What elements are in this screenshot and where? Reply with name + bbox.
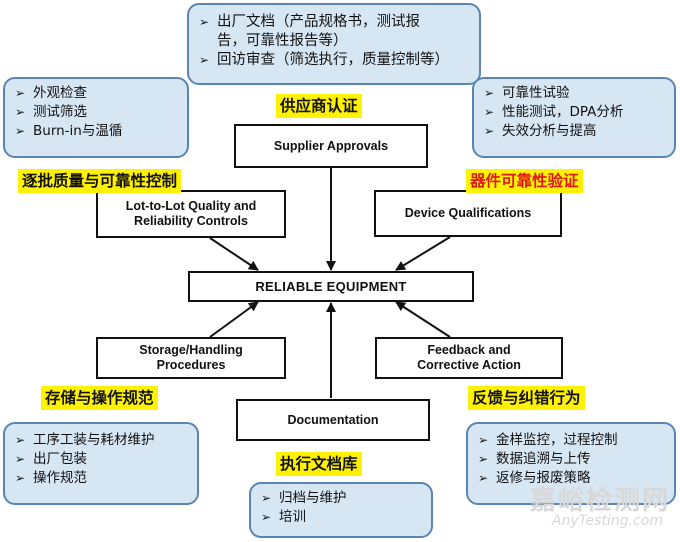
device-qualifications-box: Device Qualifications — [374, 190, 562, 237]
lot-quality-line2: Reliability Controls — [134, 214, 248, 228]
arrow-feedback — [395, 301, 451, 338]
label-feedback: 反馈与纠错行为 — [468, 386, 585, 410]
arrow-lot — [209, 237, 259, 271]
note-bottom-center-item-2: 培训 — [261, 508, 421, 527]
storage-handling-line2: Procedures — [156, 358, 226, 372]
note-top-item-2: 回访审查（筛选执行，质量控制等） — [199, 51, 469, 70]
storage-handling-line1: Storage/Handling — [139, 343, 243, 357]
note-bottom-right-item-2: 数据追溯与上传 — [478, 450, 664, 469]
watermark-en: AnyTesting.com — [552, 513, 663, 529]
documentation-box: Documentation — [236, 399, 430, 441]
note-bottom-left-item-1: 工序工装与耗材维护 — [15, 431, 187, 450]
arrow-storage — [209, 301, 259, 338]
note-bottom-left: 工序工装与耗材维护 出厂包装 操作规范 — [3, 422, 199, 505]
documentation-text: Documentation — [287, 412, 379, 427]
note-bottom-left-item-2: 出厂包装 — [15, 450, 187, 469]
note-left-item-2: 测试筛选 — [15, 103, 177, 122]
watermark-cn: 嘉峪检测网 — [530, 486, 671, 516]
feedback-action-line1: Feedback and — [427, 343, 511, 357]
note-left-item-3: Burn-in与温循 — [15, 122, 177, 141]
lot-quality-box: Lot-to-Lot Quality and Reliability Contr… — [96, 190, 286, 238]
note-right-list: 可靠性试验 性能测试，DPA分析 失效分析与提高 — [484, 84, 664, 141]
note-bottom-center-list: 归档与维护 培训 — [261, 489, 421, 527]
reliable-equipment-box: RELIABLE EQUIPMENT — [188, 271, 474, 302]
label-lot: 逐批质量与可靠性控制 — [18, 169, 182, 193]
feedback-action-box: Feedback and Corrective Action — [375, 337, 563, 379]
note-top-item-1: 出厂文档（产品规格书，测试报 — [199, 13, 469, 32]
note-bottom-left-list: 工序工装与耗材维护 出厂包装 操作规范 — [15, 431, 187, 488]
note-right-item-2: 性能测试，DPA分析 — [484, 103, 664, 122]
note-right-item-3: 失效分析与提高 — [484, 122, 664, 141]
feedback-action-line2: Corrective Action — [417, 358, 521, 372]
note-top: 出厂文档（产品规格书，测试报 .nobullet::before{content… — [187, 3, 481, 85]
note-bottom-left-item-3: 操作规范 — [15, 469, 187, 488]
note-left-list: 外观检查 测试筛选 Burn-in与温循 — [15, 84, 177, 141]
note-bottom-center: 归档与维护 培训 — [249, 482, 433, 538]
note-left-item-1: 外观检查 — [15, 84, 177, 103]
device-qualifications-text: Device Qualifications — [404, 206, 532, 220]
storage-handling-box: Storage/Handling Procedures — [96, 337, 286, 379]
note-bottom-center-item-1: 归档与维护 — [261, 489, 421, 508]
supplier-approvals-text: Supplier Approvals — [273, 138, 389, 153]
supplier-approvals-box: Supplier Approvals — [234, 124, 428, 168]
note-bottom-right-list: 金样监控，过程控制 数据追溯与上传 返修与报废策略 — [478, 431, 664, 488]
note-top-item-1-cont: .nobullet::before{content:none !importan… — [217, 33, 348, 49]
arrow-device — [395, 236, 451, 271]
note-left: 外观检查 测试筛选 Burn-in与温循 — [3, 77, 189, 158]
label-storage: 存储与操作规范 — [41, 386, 158, 410]
lot-quality-line1: Lot-to-Lot Quality and — [125, 199, 257, 213]
note-top-list: 出厂文档（产品规格书，测试报 .nobullet::before{content… — [199, 13, 469, 70]
label-device: 器件可靠性验证 — [466, 169, 583, 193]
label-documentation: 执行文档库 — [276, 452, 362, 476]
reliable-equipment-text: RELIABLE EQUIPMENT — [255, 279, 407, 294]
note-right-item-1: 可靠性试验 — [484, 84, 664, 103]
note-bottom-right: 金样监控，过程控制 数据追溯与上传 返修与报废策略 — [466, 422, 676, 505]
label-supplier: 供应商认证 — [276, 94, 362, 118]
note-bottom-right-item-3: 返修与报废策略 — [478, 469, 664, 488]
note-bottom-right-item-1: 金样监控，过程控制 — [478, 431, 664, 450]
note-right: 可靠性试验 性能测试，DPA分析 失效分析与提高 — [472, 77, 676, 158]
